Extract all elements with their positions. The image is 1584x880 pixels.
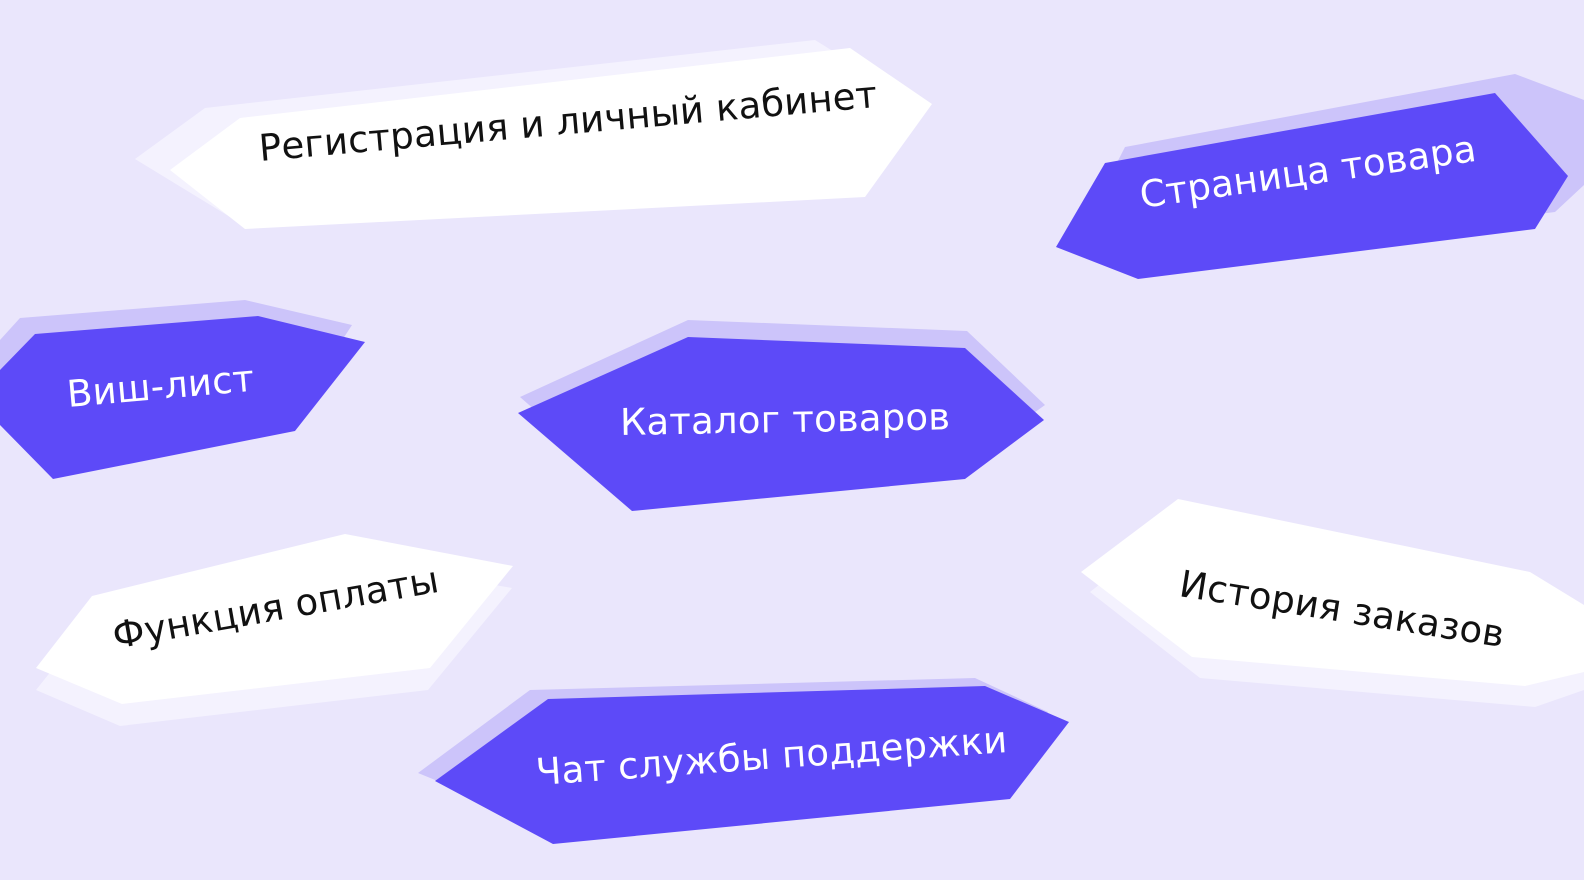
node-order-history-shape (1081, 499, 1584, 686)
node-payment (36, 534, 513, 726)
node-catalog-label: Каталог товаров (619, 395, 951, 444)
node-payment-shape (36, 534, 513, 704)
node-wishlist-shape (0, 316, 365, 479)
node-registration (135, 40, 932, 229)
node-registration-shape (170, 48, 932, 229)
node-support-chat (418, 678, 1069, 844)
node-catalog-shape (518, 337, 1044, 511)
node-catalog (518, 320, 1045, 511)
node-product-page (1056, 74, 1584, 279)
node-wishlist (0, 300, 365, 479)
node-order-history (1081, 499, 1584, 707)
node-support-chat-shape (435, 686, 1069, 844)
node-product-page-shape (1056, 93, 1568, 279)
